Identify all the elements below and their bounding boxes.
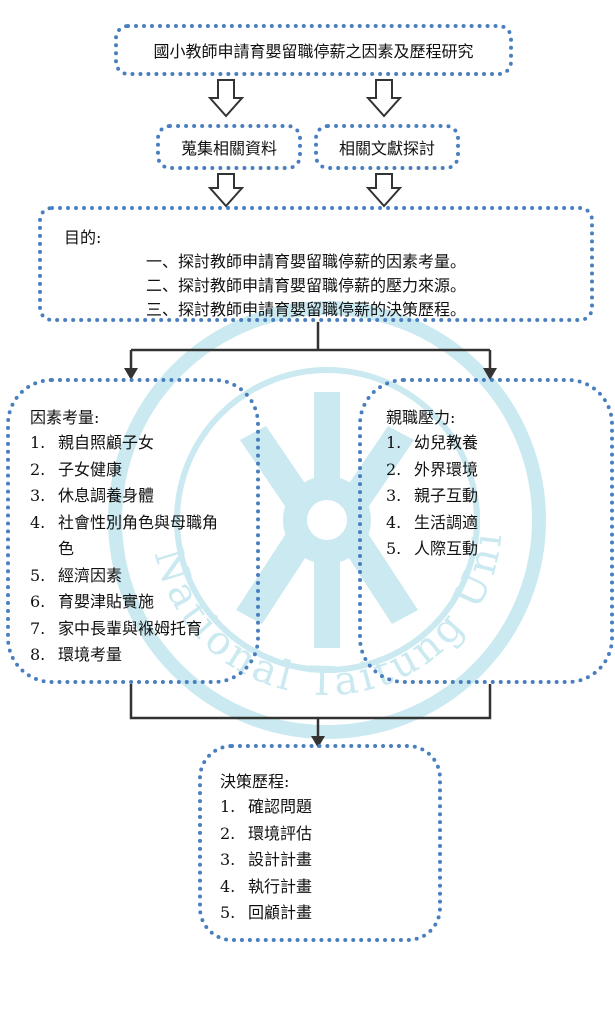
factors-box: 因素考量: 1.親自照顧子女 2.子女健康 3.休息調養身體 4.社會性別角色與…	[6, 378, 260, 684]
literature-review-label: 相關文獻探討	[338, 139, 435, 158]
stress-list: 1.幼兒教養 2.外界環境 3.親子互動 4.生活調適 5.人際互動	[386, 430, 566, 563]
factors-list: 1.親自照顧子女 2.子女健康 3.休息調養身體 4.社會性別角色與母職角色 5…	[30, 430, 230, 669]
research-title-box: 國小教師申請育嬰留職停薪之因素及歷程研究	[114, 24, 513, 76]
merge-connector	[129, 684, 492, 738]
list-item: 4.社會性別角色與母職角色	[30, 512, 219, 559]
hollow-down-arrow	[365, 173, 403, 208]
list-item: 5.人際互動	[386, 539, 479, 558]
list-item: 2.環境評估	[220, 823, 313, 843]
list-item: 1.幼兒教養	[386, 433, 479, 452]
purpose-line: 三、探討教師申請育嬰留職停薪的決策歷程。	[146, 300, 467, 319]
purpose-line: 一、探討教師申請育嬰留職停薪的因素考量。	[146, 252, 467, 271]
split-connector	[129, 322, 492, 370]
hollow-down-arrow	[207, 79, 245, 118]
list-item: 2.子女健康	[30, 459, 123, 479]
list-item: 1.親自照顧子女	[30, 433, 155, 452]
factors-heading: 因素考量:	[30, 408, 100, 427]
collect-data-label: 蒐集相關資料	[180, 139, 277, 158]
list-item: 4.執行計畫	[220, 876, 313, 896]
list-item: 2.外界環境	[386, 459, 479, 479]
parenting-stress-box: 親職壓力: 1.幼兒教養 2.外界環境 3.親子互動 4.生活調適 5.人際互動	[358, 378, 614, 684]
arrowhead	[311, 736, 325, 748]
list-item: 6.育嬰津貼實施	[30, 592, 155, 611]
arrowhead	[124, 368, 138, 380]
purpose-box: 目的: 一、探討教師申請育嬰留職停薪的因素考量。 二、探討教師申請育嬰留職停薪的…	[38, 206, 594, 322]
hollow-down-arrow	[365, 79, 403, 118]
list-item: 8.環境考量	[30, 645, 123, 664]
list-item: 3.親子互動	[386, 486, 479, 505]
list-item: 3.休息調養身體	[30, 486, 155, 505]
purpose-heading: 目的:	[64, 228, 102, 247]
literature-review-box: 相關文獻探討	[314, 124, 460, 170]
collect-data-box: 蒐集相關資料	[156, 124, 302, 170]
hollow-down-arrow	[207, 173, 245, 208]
stress-heading: 親職壓力:	[386, 408, 456, 427]
list-item: 5.經濟因素	[30, 565, 123, 585]
list-item: 7.家中長輩與褓姆托育	[30, 618, 203, 638]
research-title: 國小教師申請育嬰留職停薪之因素及歷程研究	[153, 42, 474, 61]
list-item: 5.回顧計畫	[220, 903, 313, 922]
list-item: 1.確認問題	[220, 797, 313, 816]
decision-list: 1.確認問題 2.環境評估 3.設計計畫 4.執行計畫 5.回顧計畫	[220, 794, 400, 927]
purpose-line: 二、探討教師申請育嬰留職停薪的壓力來源。	[146, 276, 467, 295]
decision-process-box: 決策歷程: 1.確認問題 2.環境評估 3.設計計畫 4.執行計畫 5.回顧計畫	[198, 744, 442, 942]
decision-heading: 決策歷程:	[220, 772, 290, 791]
arrowhead	[483, 368, 497, 380]
list-item: 4.生活調適	[386, 512, 479, 532]
list-item: 3.設計計畫	[220, 850, 313, 869]
